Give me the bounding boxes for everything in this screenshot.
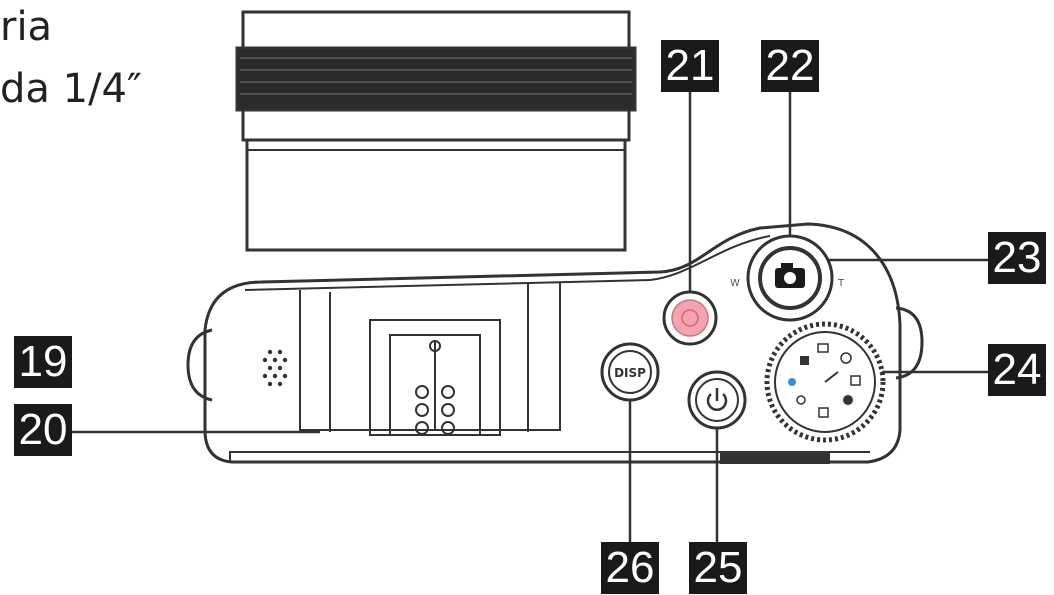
hot-shoe-icon (415, 340, 455, 435)
hot-shoe (299, 282, 561, 436)
disp-label: DISP (614, 366, 646, 380)
callout-22: 22 (761, 40, 819, 92)
caption-fragment-1: ria (0, 4, 53, 50)
camera-icon (775, 263, 805, 288)
power-icon (706, 388, 728, 411)
caption-fragment-2: da 1/4″ (0, 66, 142, 112)
mode-dial-icon (788, 343, 861, 418)
zoom-tele-label: T (837, 278, 845, 289)
callout-20: 20 (14, 404, 72, 456)
lens-barrel (235, 10, 637, 252)
callout-19: 19 (14, 336, 72, 388)
callout-24: 24 (988, 344, 1046, 396)
callout-25: 25 (689, 542, 747, 594)
callout-26: 26 (601, 542, 659, 594)
right-strap-lug (895, 306, 924, 380)
disp-button[interactable]: DISP (600, 342, 660, 402)
lens-ring-knurl (240, 57, 632, 95)
leader-lines (72, 88, 988, 542)
record-button[interactable] (662, 290, 718, 346)
zoom-wide-label: W (730, 278, 740, 289)
callout-21: 21 (661, 40, 719, 92)
left-strap-lug (186, 328, 213, 402)
callout-23: 23 (988, 232, 1046, 284)
speaker-grille-icon (262, 349, 288, 387)
